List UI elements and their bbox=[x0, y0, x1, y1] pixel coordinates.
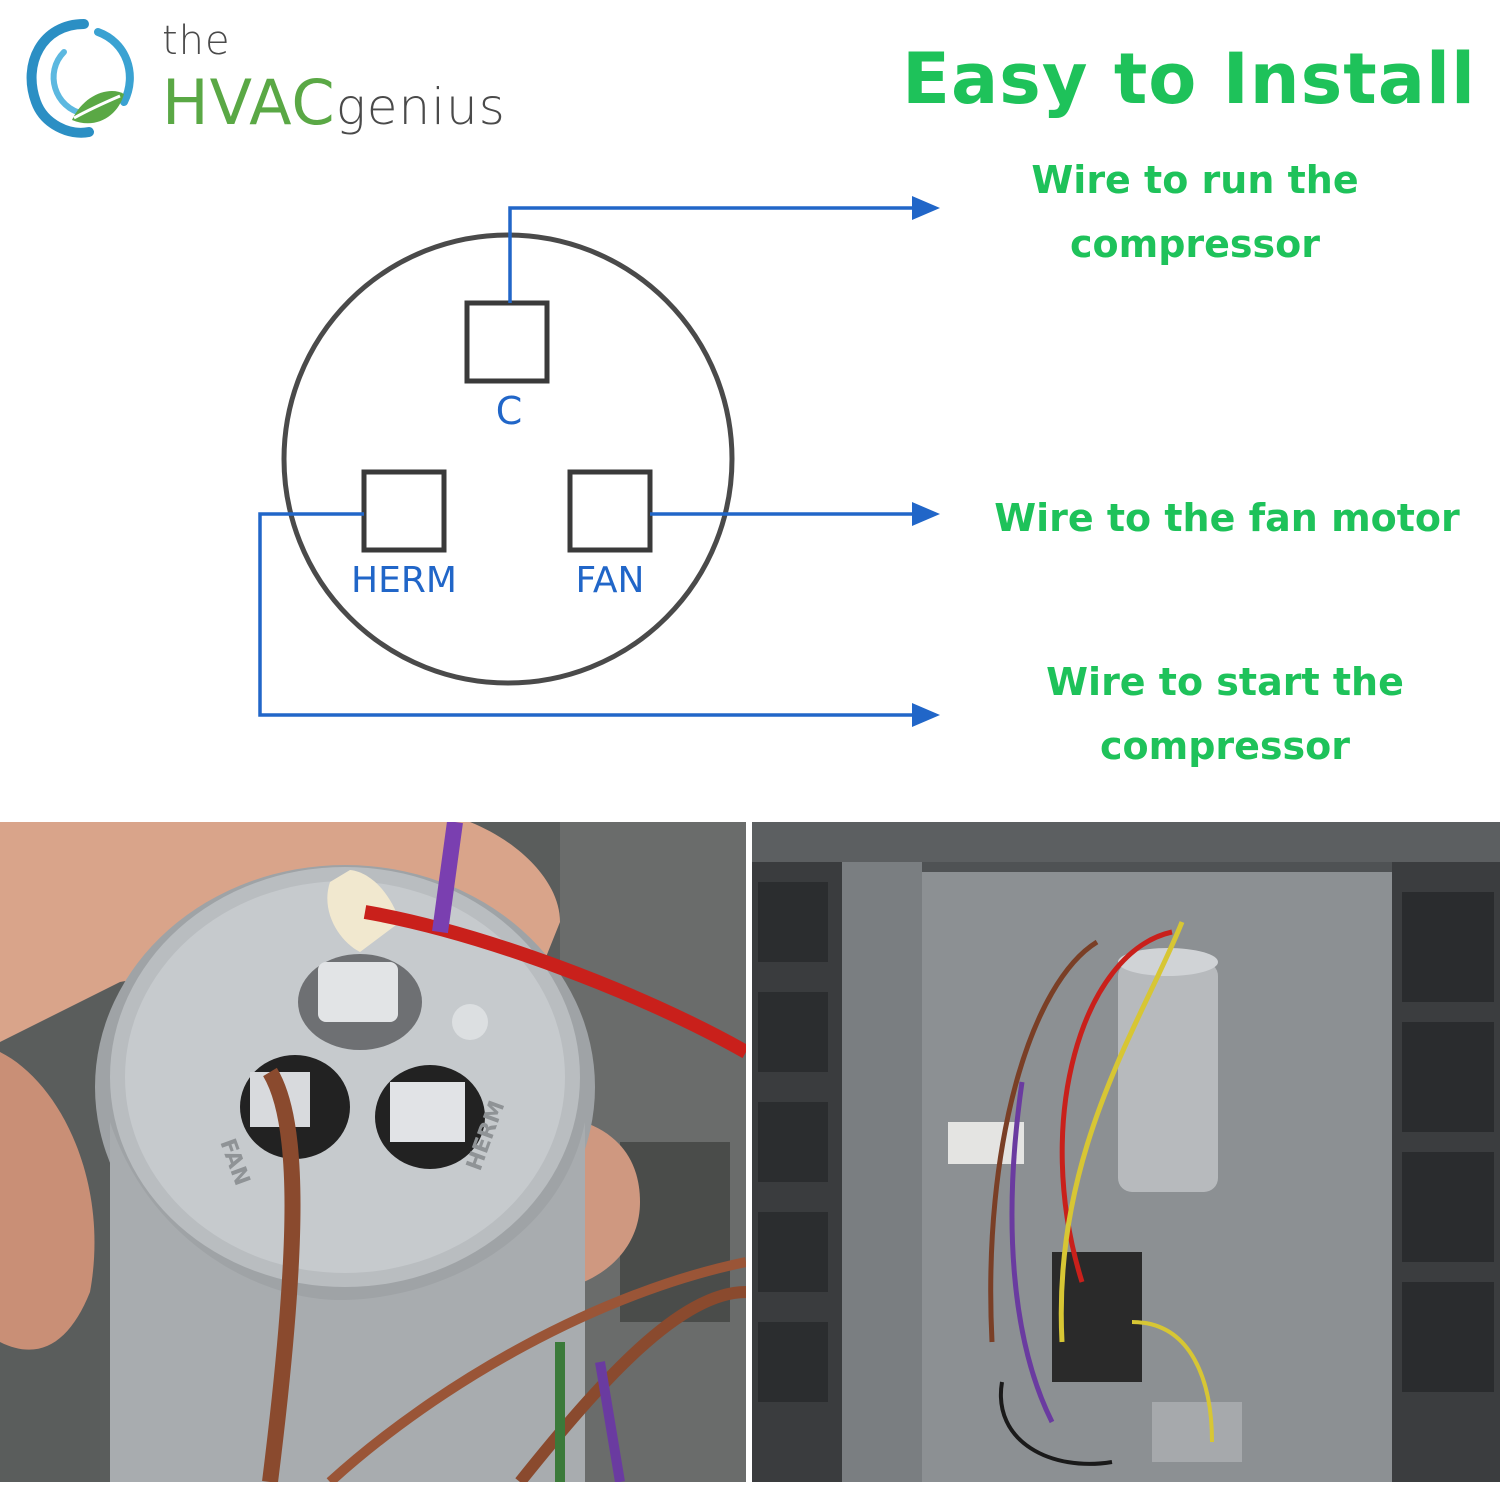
arrowhead-markers bbox=[912, 196, 940, 727]
wire-herm bbox=[258, 512, 912, 717]
capacitor-wiring-diagram: C HERM FAN bbox=[258, 196, 940, 727]
photo-capacitor bbox=[1118, 962, 1218, 1192]
terminal-fan bbox=[567, 469, 653, 553]
photo-capacitor-in-hand: FAN HERM bbox=[0, 822, 746, 1482]
label-fan-motor: Wire to the fan motor bbox=[994, 496, 1460, 540]
terminal-herm bbox=[361, 469, 447, 553]
photo-ac-unit bbox=[752, 822, 1500, 1482]
label-start-compressor: Wire to start the compressor bbox=[1046, 660, 1404, 768]
logo-word-hvac: HVAC bbox=[162, 66, 336, 139]
swirl-leaf-icon bbox=[26, 19, 134, 138]
condenser-fins-right bbox=[1402, 892, 1494, 1392]
contactor bbox=[1052, 1252, 1142, 1382]
brand-logo: the HVACgenius bbox=[14, 12, 534, 152]
condenser-fins-left bbox=[752, 862, 842, 1482]
logo-word-genius: genius bbox=[335, 78, 506, 136]
terminal-c bbox=[464, 300, 550, 384]
terminal-fan-label: FAN bbox=[576, 560, 645, 601]
capacitor-outline bbox=[281, 232, 735, 686]
logo-wordmark: HVACgenius bbox=[162, 68, 506, 142]
terminal-c-label: C bbox=[496, 389, 523, 433]
label-run-compressor: Wire to run the compressor bbox=[1031, 158, 1359, 266]
wire-c bbox=[508, 206, 912, 303]
terminal-herm-label: HERM bbox=[351, 560, 457, 601]
page-title: Easy to Install bbox=[902, 38, 1476, 120]
logo-word-the: the bbox=[162, 18, 231, 64]
